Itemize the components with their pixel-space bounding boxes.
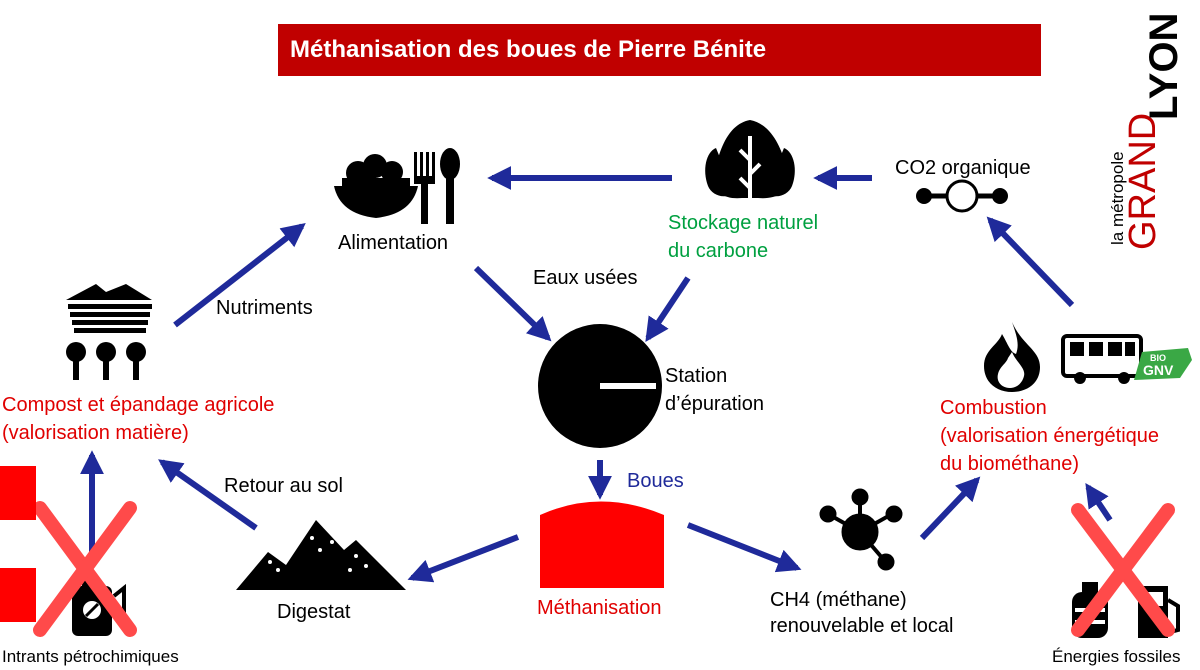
trees-row-icon bbox=[66, 342, 146, 380]
bus-icon bbox=[1061, 334, 1143, 384]
spoon-icon bbox=[440, 148, 460, 224]
red-block-top bbox=[0, 466, 36, 520]
arrow-compost-to-alimentation bbox=[173, 223, 306, 328]
treatment-plant-icon bbox=[538, 324, 662, 448]
label-co2: CO2 organique bbox=[895, 157, 1031, 179]
arrow-alimentation-to-station bbox=[473, 265, 552, 342]
label-combustion-line3: du biométhane) bbox=[940, 453, 1079, 475]
co2-molecule-icon bbox=[916, 179, 1008, 213]
agriculture-field-icon bbox=[66, 284, 152, 333]
arrow-combustion-to-co2 bbox=[986, 216, 1075, 308]
tree-icon bbox=[705, 120, 795, 210]
methane-molecule-icon bbox=[819, 488, 903, 571]
label-station-line1: Station bbox=[665, 365, 728, 387]
red-block-bottom bbox=[0, 568, 36, 622]
arrow-stockage-to-station bbox=[645, 276, 691, 342]
logo-small-text: la métropole bbox=[1108, 151, 1127, 245]
arrow-ch4-to-combustion bbox=[919, 476, 981, 541]
flame-icon bbox=[984, 322, 1040, 392]
food-bowl-icon bbox=[334, 154, 418, 218]
label-energies-fossiles: Énergies fossiles bbox=[1052, 647, 1181, 666]
label-digestat: Digestat bbox=[277, 601, 351, 623]
logo-grand-text: GRAND bbox=[1122, 113, 1164, 250]
label-boues: Boues bbox=[627, 470, 684, 492]
cross-out-icon-right bbox=[1071, 503, 1175, 637]
digester-icon bbox=[540, 501, 664, 588]
cross-out-icon-left bbox=[33, 501, 137, 637]
label-stockage-line1: Stockage naturel bbox=[668, 212, 819, 234]
label-compost-line1: Compost et épandage agricole bbox=[2, 394, 275, 416]
gnv-badge-top: BIO bbox=[1150, 353, 1166, 363]
label-station-line2: d’épuration bbox=[665, 393, 764, 415]
arrow-methanisation-to-digestat bbox=[407, 534, 520, 583]
label-combustion-line1: Combustion bbox=[940, 397, 1047, 419]
label-stockage-line2: du carbone bbox=[668, 240, 769, 262]
arrow-digestat-to-compost bbox=[158, 459, 258, 531]
label-eaux-usees: Eaux usées bbox=[533, 267, 638, 289]
label-ch4-line2: renouvelable et local bbox=[770, 615, 954, 637]
label-intrants: Intrants pétrochimiques bbox=[2, 647, 179, 666]
arrow-fossiles-to-combustion bbox=[1085, 483, 1113, 522]
gnv-badge-text: GNV bbox=[1143, 362, 1174, 378]
logo-lyon-text: LYON bbox=[1142, 13, 1185, 120]
label-methanisation: Méthanisation bbox=[537, 597, 662, 619]
label-ch4-line1: CH4 (méthane) bbox=[770, 589, 907, 611]
bio-gnv-badge-icon: BIO GNV bbox=[1134, 348, 1192, 380]
arrow-methanisation-to-ch4 bbox=[686, 522, 802, 573]
fork-icon bbox=[414, 152, 435, 224]
digestat-pile-icon bbox=[236, 520, 406, 590]
diagram-title: Méthanisation des boues de Pierre Bénite bbox=[278, 24, 1041, 76]
grand-lyon-logo: la métropole GRAND LYON bbox=[1108, 13, 1185, 250]
label-retour-sol: Retour au sol bbox=[224, 475, 343, 497]
label-compost-line2: (valorisation matière) bbox=[2, 422, 189, 444]
label-combustion-line2: (valorisation énergétique bbox=[940, 425, 1160, 447]
label-alimentation: Alimentation bbox=[338, 232, 449, 254]
label-nutriments: Nutriments bbox=[216, 297, 313, 319]
